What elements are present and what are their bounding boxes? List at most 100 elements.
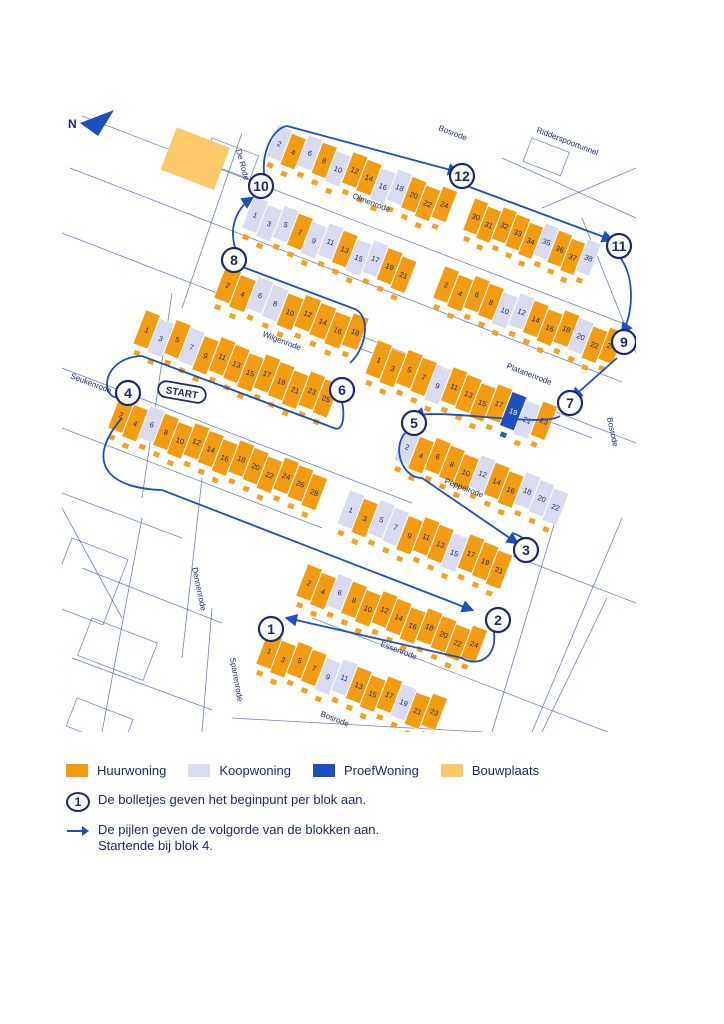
house-number: 23	[429, 707, 440, 718]
shed	[341, 188, 350, 196]
house-number: 22	[550, 502, 561, 513]
house: 13	[345, 666, 373, 712]
street-label: Ridderspoortunnel	[535, 125, 599, 157]
shed	[337, 529, 345, 537]
house: 6	[296, 134, 324, 179]
shed	[241, 233, 250, 241]
shed	[294, 332, 302, 340]
house: 10	[324, 150, 352, 195]
arrow-note-line1: De pijlen geven de volgorde van de blokk…	[98, 822, 380, 837]
house: 7	[381, 506, 410, 554]
house-number: 21	[494, 565, 505, 576]
shed	[376, 285, 384, 293]
house: 16	[496, 470, 525, 516]
house: 15	[236, 352, 265, 400]
house-number: 5	[174, 335, 181, 345]
shed	[504, 251, 513, 259]
house-number: 36	[554, 244, 565, 255]
house: 22	[580, 325, 609, 371]
shed	[559, 276, 568, 284]
shed	[272, 243, 280, 251]
house-number: 16	[407, 620, 418, 631]
house-number: 7	[392, 522, 399, 532]
block-start-marker-8: 8	[220, 246, 248, 274]
shed	[469, 492, 477, 500]
house-number: 17	[384, 690, 395, 701]
legend-item: Bouwplaats	[440, 763, 539, 778]
block-start-marker-10: 10	[247, 172, 275, 200]
house-number: 3	[157, 334, 164, 344]
shed	[400, 213, 409, 221]
house-number: 11	[421, 531, 432, 542]
house-number: 20	[536, 493, 547, 504]
legend-swatch	[312, 763, 335, 777]
route-arrow-icon	[67, 826, 89, 836]
shed	[300, 687, 309, 694]
house-number: 9	[324, 672, 331, 682]
house: 14	[355, 159, 383, 204]
house-number: 12	[191, 436, 202, 447]
shed	[471, 581, 480, 589]
shed	[300, 259, 309, 267]
house-number: 2	[404, 442, 411, 452]
shed	[404, 729, 412, 737]
house-number: 6	[473, 290, 480, 300]
house-number: 20	[438, 629, 449, 640]
house-number: 30	[470, 211, 481, 222]
shed	[379, 388, 387, 396]
house: 23	[297, 370, 326, 418]
house-number: 14	[393, 612, 404, 623]
shed	[485, 589, 493, 597]
house-number: 2	[224, 280, 231, 290]
house: 11	[412, 516, 441, 564]
house: 8	[438, 444, 466, 490]
house-number: 10	[499, 305, 510, 316]
legend-arrow-note: De pijlen geven de volgorde van de blokk…	[66, 822, 626, 854]
house: 14	[308, 302, 338, 348]
block-start-marker-9: 9	[610, 328, 638, 356]
house-number: 18	[522, 486, 533, 497]
house-number: 31	[483, 220, 494, 231]
house-number: 33	[512, 227, 523, 238]
route-arrow-3	[232, 196, 255, 254]
shed	[255, 669, 264, 677]
shed	[272, 495, 281, 502]
house: 18	[513, 471, 542, 517]
house-number: 10	[333, 164, 344, 175]
house: 20	[527, 479, 556, 525]
house: 6	[326, 573, 354, 619]
shed	[351, 538, 359, 546]
house-number: 18	[561, 324, 572, 335]
house: 34	[517, 221, 544, 267]
house: 21	[281, 369, 310, 417]
house-number: 24	[469, 639, 480, 650]
house: 8	[477, 282, 505, 328]
shed	[246, 314, 254, 321]
house-number: 14	[530, 314, 541, 325]
construction-site	[160, 127, 230, 190]
shed	[491, 329, 500, 337]
house-number: 11	[217, 351, 228, 362]
shed	[287, 502, 295, 510]
house-number: 13	[353, 680, 364, 691]
house-number: 9	[310, 236, 317, 246]
house: 12	[468, 454, 497, 500]
legend-item: Koopwoning	[188, 763, 291, 778]
house-number: 4	[290, 147, 297, 157]
house-number: 12	[477, 468, 488, 479]
shed	[138, 443, 146, 451]
shed	[280, 170, 288, 178]
street-label: Bosrode	[319, 709, 351, 728]
house-number: 23	[538, 416, 549, 427]
house-number: 8	[272, 299, 279, 309]
house-number: 19	[276, 376, 287, 387]
house-number: 8	[162, 427, 169, 437]
route-arrow-6	[618, 255, 633, 336]
house-number: 12	[379, 604, 390, 615]
shed	[354, 627, 363, 635]
shed	[430, 653, 438, 661]
legend-label: Koopwoning	[219, 762, 291, 778]
